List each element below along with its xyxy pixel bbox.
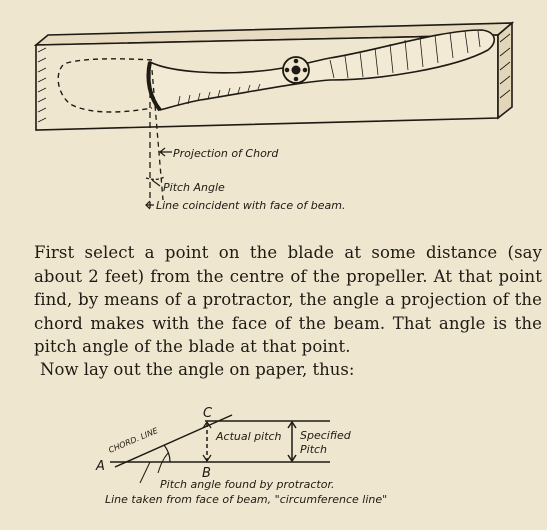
label-specified: Specified (300, 429, 352, 442)
propeller-hub (282, 56, 310, 84)
label-pitch-angle-protractor: Pitch angle found by protractor. (160, 478, 334, 491)
label-projection-of-chord: Projection of Chord (173, 147, 279, 160)
label-pitch-angle: Pitch Angle (163, 181, 225, 194)
label-b: B (202, 466, 211, 481)
label-specified-pitch: Pitch (300, 443, 327, 456)
projected-blade-outline (57, 58, 153, 113)
propeller-beam-figure: Projection of Chord Pitch Angle Line coi… (33, 21, 515, 212)
label-a: A (95, 459, 105, 474)
instruction-paragraph: First select a point on the blade at som… (34, 241, 542, 359)
label-line-coincident: Line coincident with face of beam. (156, 199, 345, 212)
label-c: C (203, 406, 213, 421)
projection-lines (145, 62, 165, 208)
chord-line (114, 414, 233, 468)
propeller-blade (146, 29, 495, 112)
label-actual-pitch: Actual pitch (215, 430, 282, 443)
pitch-triangle-diagram: C A B CHORD. LINE Actual pitch Specified… (95, 406, 387, 506)
paragraph-first-select: First select a point on the blade at som… (34, 243, 542, 356)
label-line-taken: Line taken from face of beam, "circumfer… (105, 493, 387, 506)
paragraph-lay-out-angle: Now lay out the angle on paper, thus: (40, 360, 355, 379)
